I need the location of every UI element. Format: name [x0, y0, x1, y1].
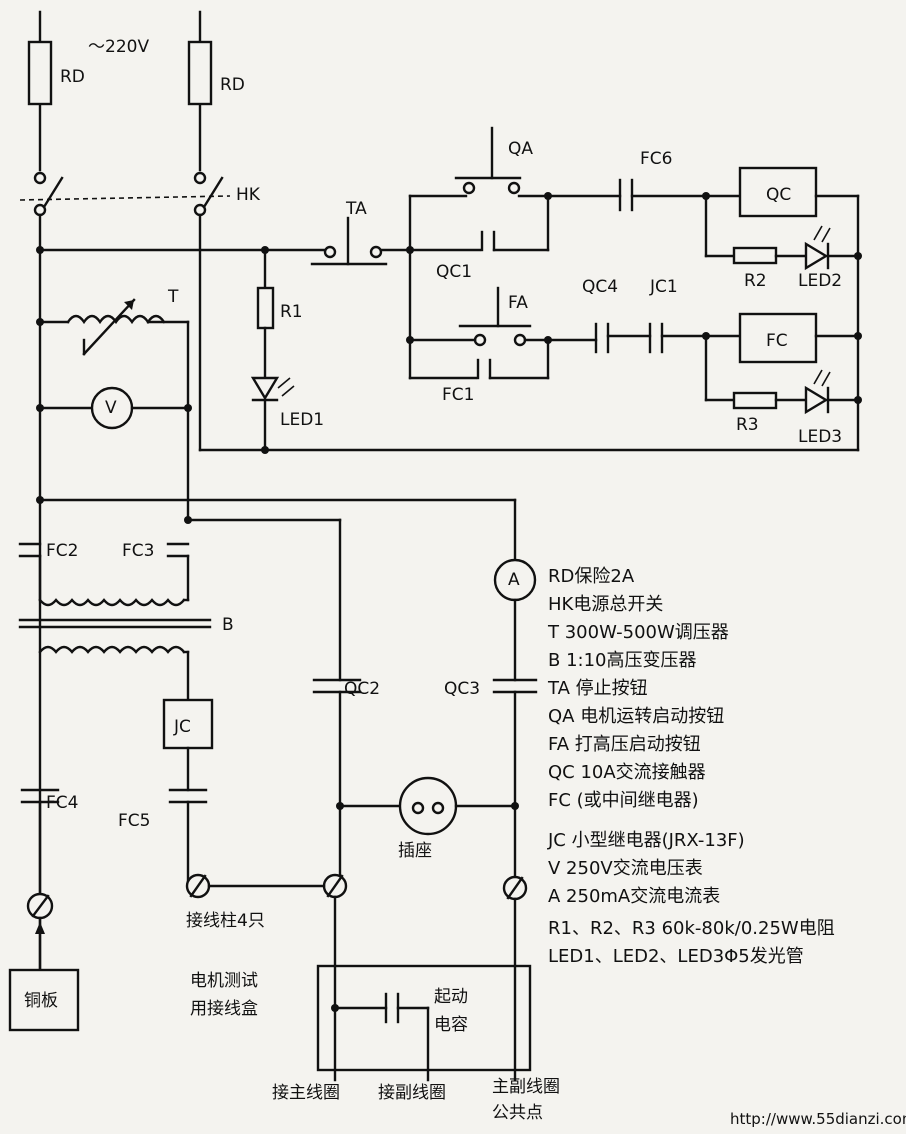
start-button-qa: QA	[454, 126, 533, 195]
power-input: RD RD ～220V	[27, 10, 245, 172]
contact-label-fc5: FC5	[118, 811, 150, 831]
legend-item: FA 打高压启动按钮	[548, 734, 701, 755]
resistor-r2	[732, 246, 778, 265]
hv-section: FC2 FC3 B JC FC5 FC4 铜板	[8, 496, 517, 1032]
copper-label: 铜板	[24, 991, 58, 1011]
start-button-label: QA	[508, 139, 533, 159]
variac-label: T	[167, 287, 179, 307]
ammeter-a: A	[493, 558, 537, 602]
capacitor-label-line1: 起动	[434, 987, 468, 1007]
ammeter-symbol: A	[508, 570, 520, 590]
variac-t: T	[36, 287, 190, 522]
resistor-label-r2: R2	[744, 271, 767, 291]
junction-box-label-line2: 用接线盒	[190, 999, 258, 1019]
contact-label-fc4: FC4	[46, 793, 78, 813]
contact-label-fc1: FC1	[442, 385, 474, 405]
motor-test-section: QC2 A QC3 插座 接线柱4	[185, 498, 560, 1123]
led-label-led1: LED1	[280, 410, 324, 430]
junction-box-label-line1: 电机测试	[190, 971, 258, 991]
stop-button-ta: TA	[310, 199, 388, 266]
terminals-label: 接线柱4只	[186, 911, 265, 931]
voltage-label: ～220V	[88, 37, 149, 57]
hv-button-label: FA	[508, 293, 528, 313]
relay-fc	[738, 312, 818, 364]
led-label-led3: LED3	[798, 427, 842, 447]
fuse-label-right: RD	[220, 75, 245, 95]
component-legend: RD保险2A HK电源总开关 T 300W-500W调压器 B 1:10高压变压…	[547, 566, 835, 967]
legend-item: QA 电机运转启动按钮	[548, 706, 724, 727]
relay-label-fc: FC	[766, 331, 788, 351]
contact-label-fc6: FC6	[640, 149, 672, 169]
legend-item: HK电源总开关	[548, 594, 663, 615]
stop-button-label: TA	[345, 199, 367, 219]
legend-item: LED1、LED2、LED3Φ5发光管	[548, 946, 804, 967]
voltmeter-v: V	[36, 386, 192, 430]
contactor-label-qc: QC	[766, 185, 791, 205]
led3	[804, 369, 831, 415]
legend-item: RD保险2A	[548, 566, 635, 587]
common-point-label-line2: 公共点	[492, 1103, 543, 1123]
relay-label-jc: JC	[173, 717, 191, 737]
fuse-rd-right	[187, 40, 213, 106]
socket	[398, 776, 458, 836]
contact-label-qc3: QC3	[444, 679, 480, 699]
terminal-posts	[185, 873, 528, 901]
watermark: http://www.55dianzi.com	[730, 1110, 906, 1128]
legend-item: JC 小型继电器(JRX-13F)	[547, 830, 745, 851]
voltmeter-symbol: V	[105, 398, 117, 418]
contact-label-qc2: QC2	[344, 679, 380, 699]
relay-jc	[162, 698, 214, 750]
capacitor-label-line2: 电容	[434, 1015, 468, 1035]
legend-item: QC 10A交流接触器	[548, 762, 706, 783]
junction-box	[316, 964, 532, 1072]
fuse-label-left: RD	[60, 67, 85, 87]
legend-item: R1、R2、R3 60k-80k/0.25W电阻	[548, 918, 835, 939]
legend-item: TA 停止按钮	[547, 678, 648, 699]
main-switch-hk: HK	[19, 171, 261, 1002]
control-circuit: TA R1 LED1 QA	[36, 126, 862, 454]
socket-label: 插座	[398, 841, 432, 861]
resistor-label-r3: R3	[736, 415, 759, 435]
led-label-led2: LED2	[798, 271, 842, 291]
contact-label-qc4: QC4	[582, 277, 618, 297]
contact-label-fc2: FC2	[46, 541, 78, 561]
main-coil-label: 接主线圈	[272, 1083, 340, 1103]
legend-item: A 250mA交流电流表	[548, 886, 720, 907]
resistor-r1	[256, 286, 275, 330]
legend-item: FC (或中间继电器)	[548, 790, 699, 811]
led2	[804, 225, 831, 271]
copper-plate	[8, 968, 80, 1032]
common-point-label-line1: 主副线圈	[492, 1077, 560, 1097]
resistor-label-r1: R1	[280, 302, 303, 322]
legend-item: B 1:10高压变压器	[548, 650, 697, 671]
contact-label-fc3: FC3	[122, 541, 154, 561]
resistor-r3	[732, 391, 778, 410]
contact-label-jc1: JC1	[649, 277, 678, 297]
legend-item: T 300W-500W调压器	[547, 622, 729, 643]
transformer-label: B	[222, 615, 234, 635]
aux-coil-label: 接副线圈	[378, 1083, 446, 1103]
hv-start-button-fa: FA	[458, 286, 532, 347]
contact-label-qc1: QC1	[436, 262, 472, 282]
contactor-qc	[738, 166, 818, 218]
fuse-rd-left	[27, 40, 53, 106]
legend-item: V 250V交流电压表	[548, 858, 703, 879]
led1	[250, 376, 295, 402]
switch-label-hk: HK	[236, 185, 261, 205]
